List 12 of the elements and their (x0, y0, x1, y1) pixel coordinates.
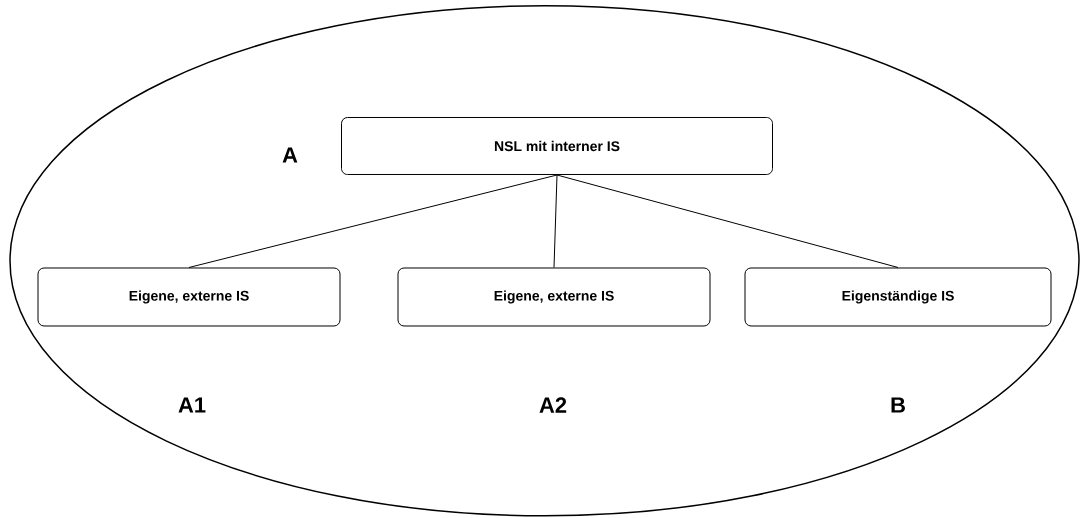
process-box: Eigenständige IS (744, 267, 1052, 327)
letter-label: B (891, 397, 905, 413)
letter-label: A (282, 147, 298, 163)
connector-line (553, 174, 558, 268)
letter-label: A2 (539, 397, 567, 413)
process-box: Eigene, externe IS (397, 267, 711, 327)
process-box: NSL mit interner IS (341, 117, 773, 175)
letter-label: A1 (178, 397, 206, 413)
connector-line (188, 174, 558, 268)
enclosing-ellipse (9, 5, 1080, 517)
process-box: Eigene, externe IS (37, 267, 341, 327)
connector-line (556, 174, 899, 268)
